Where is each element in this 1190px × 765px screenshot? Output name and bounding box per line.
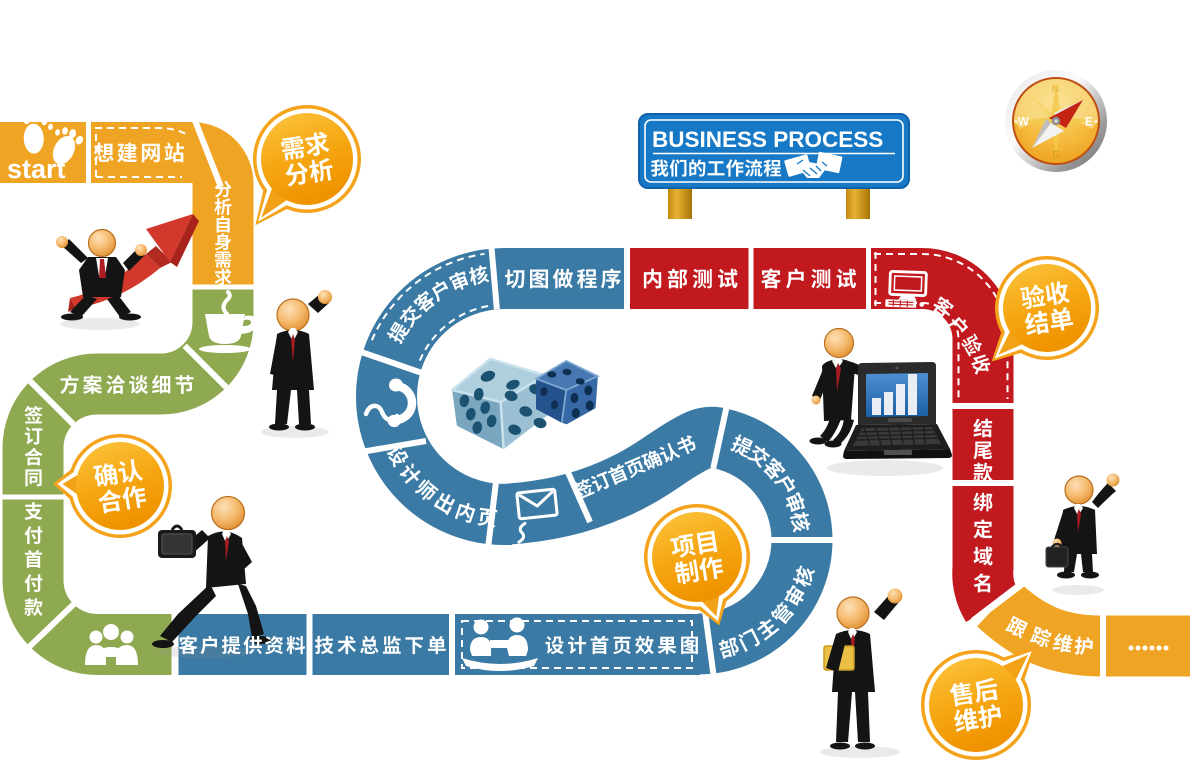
svg-text:W: W — [1018, 117, 1029, 129]
svg-text:S: S — [1052, 149, 1059, 161]
svg-text:start: start — [7, 154, 66, 184]
svg-text:BUSINESS PROCESS: BUSINESS PROCESS — [652, 127, 883, 152]
svg-text:E: E — [1085, 117, 1093, 129]
svg-text:N: N — [1052, 83, 1060, 95]
